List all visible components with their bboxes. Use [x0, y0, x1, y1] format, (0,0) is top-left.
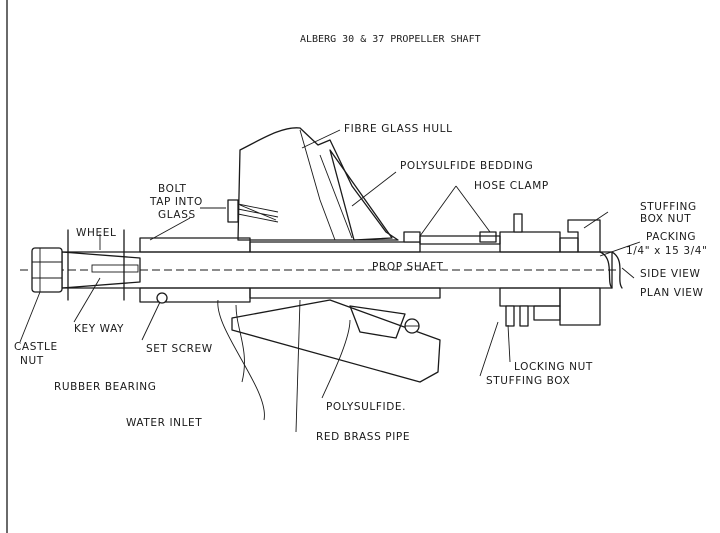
label-rubber-bearing: RUBBER BEARING: [54, 381, 156, 393]
wheel: [67, 229, 125, 301]
label-set-screw: SET SCREW: [146, 343, 213, 355]
label-packing-1: PACKING: [646, 231, 696, 243]
label-key-way: KEY WAY: [74, 323, 124, 335]
label-stuffing-box-nut-2: BOX NUT: [640, 213, 691, 225]
label-castle-nut-1: CASTLE: [14, 341, 58, 353]
label-stuffing-box-nut-1: STUFFING: [640, 201, 697, 213]
label-side-view: SIDE VIEW: [640, 268, 701, 280]
diagram-title: ALBERG 30 & 37 PROPELLER SHAFT: [300, 34, 481, 45]
red-brass-pipe-upper: [139, 237, 421, 253]
stuffing-box-lower: [499, 287, 601, 327]
set-screw: [156, 292, 168, 304]
label-bolt-1: BOLT: [158, 183, 187, 195]
label-polysulfide: POLYSULFIDE.: [326, 401, 406, 413]
label-polysulfide-bedding: POLYSULFIDE BEDDING: [400, 160, 533, 172]
red-brass-pipe-lower: [139, 287, 441, 303]
label-wheel: WHEEL: [76, 227, 116, 239]
bolt: [227, 199, 279, 223]
label-hose-clamp: HOSE CLAMP: [474, 180, 549, 192]
label-stuffing-box: STUFFING BOX: [486, 375, 570, 387]
label-fibre-glass-hull: FIBRE GLASS HULL: [344, 123, 453, 135]
label-plan-view: PLAN VIEW: [640, 287, 704, 299]
label-prop-shaft: PROP SHAFT: [372, 261, 444, 273]
label-bolt-2: TAP INTO: [149, 196, 203, 208]
label-red-brass-pipe: RED BRASS PIPE: [316, 431, 410, 443]
label-castle-nut-2: NUT: [20, 355, 44, 367]
label-water-inlet: WATER INLET: [126, 417, 202, 429]
polysulfide-bedding: [329, 149, 393, 241]
stuffing-box-upper: [499, 213, 601, 253]
hose-clamp: [403, 231, 501, 245]
leader-lines: [19, 129, 641, 433]
prop-shaft: [20, 251, 623, 289]
label-locking-nut: LOCKING NUT: [514, 361, 593, 373]
fibre-glass-hull-upper: [237, 127, 399, 241]
castle-nut: [31, 247, 63, 293]
label-packing-2: 1/4" x 15 3/4": [626, 245, 707, 257]
fibre-glass-hull-lower: [231, 299, 441, 383]
label-bolt-3: GLASS: [158, 209, 196, 221]
